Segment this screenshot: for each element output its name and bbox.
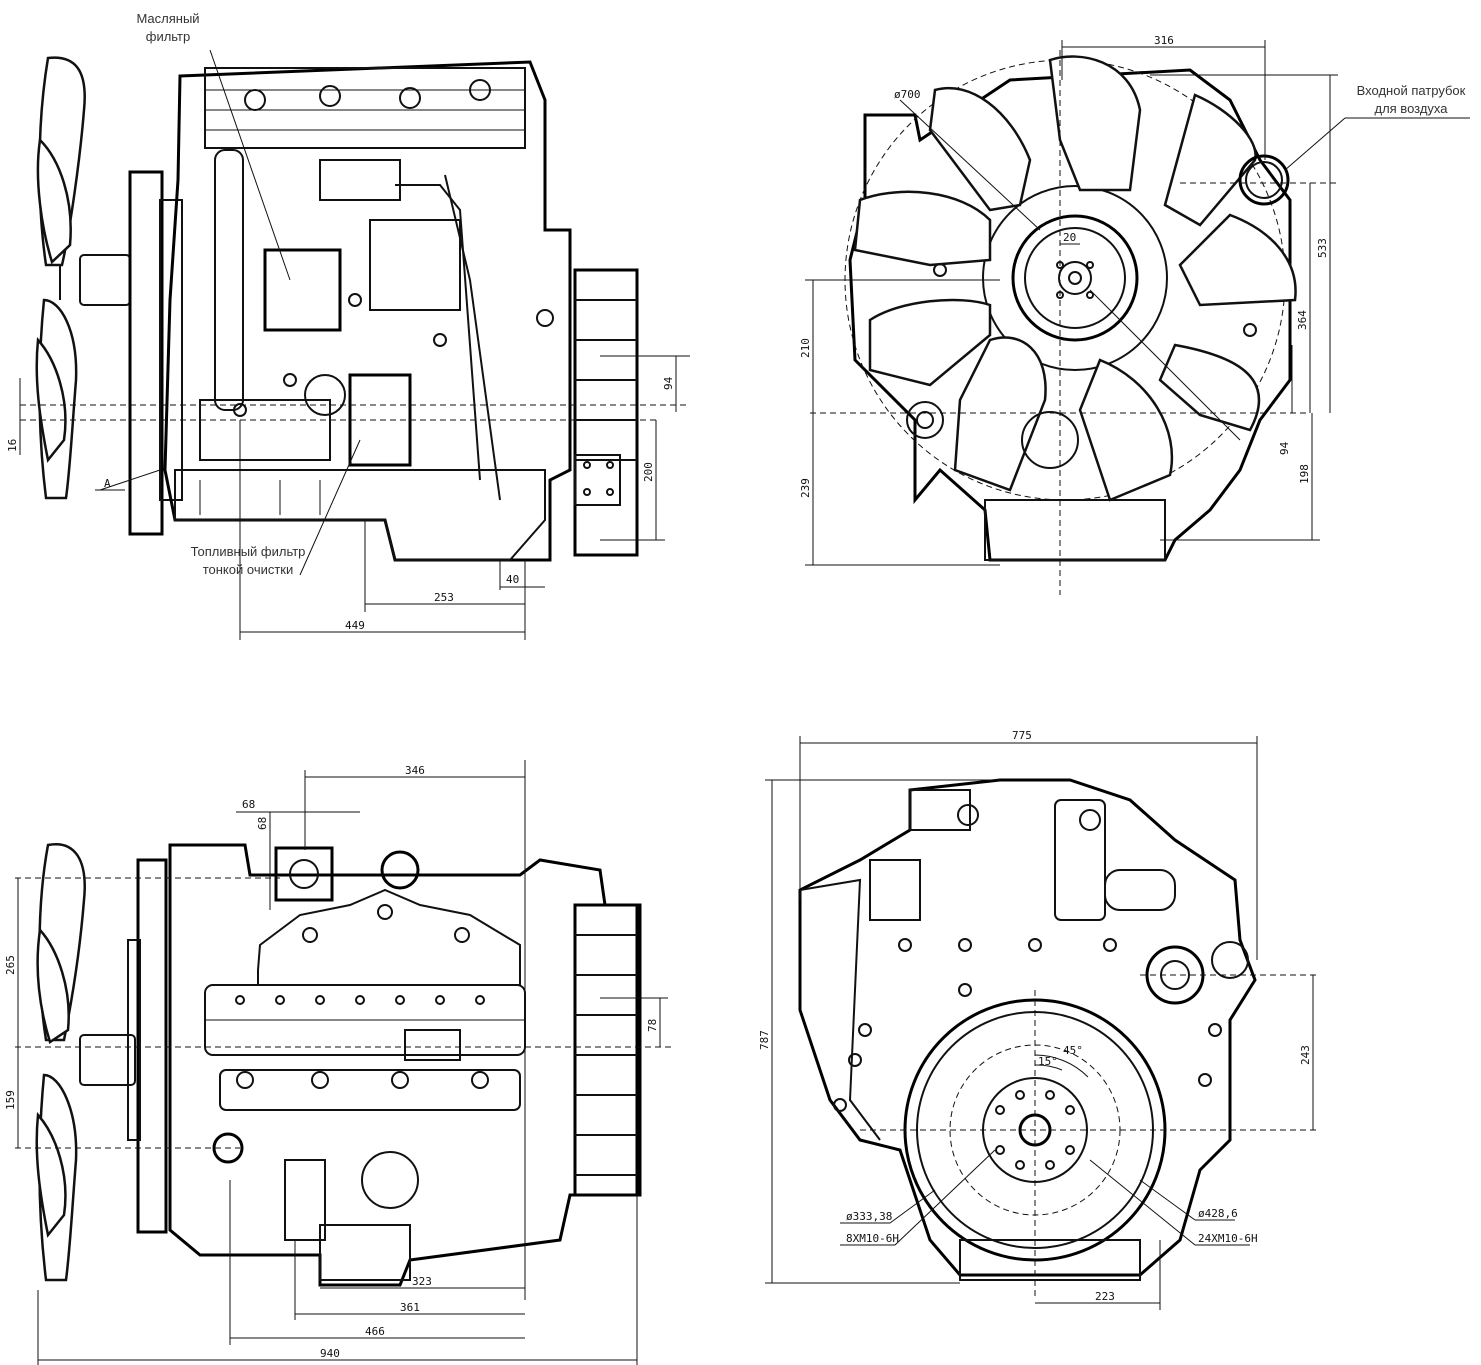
dim-316: 316 bbox=[1154, 34, 1174, 47]
air-inlet-label-line1: Входной патрубок bbox=[1356, 83, 1466, 98]
angle-45: 45° bbox=[1063, 1044, 1083, 1057]
dim-16: 16 bbox=[6, 439, 19, 452]
fan-icon-2 bbox=[35, 843, 86, 1282]
dim-68-v: 68 bbox=[256, 817, 269, 830]
dim-94: 94 bbox=[662, 376, 675, 390]
dim-265: 265 bbox=[4, 955, 17, 975]
dim-78: 78 bbox=[646, 1019, 659, 1032]
dim-361: 361 bbox=[400, 1301, 420, 1314]
air-inlet-label: Входной патрубок для воздуха bbox=[1344, 82, 1478, 118]
dim-787: 787 bbox=[758, 1030, 771, 1050]
dim-775: 775 bbox=[1012, 729, 1032, 742]
bolt-24xm10: 24XM10-6H bbox=[1198, 1232, 1258, 1245]
fuel-filter-label-line2: тонкой очистки bbox=[202, 562, 294, 577]
oil-filter-label: Масляный фильтр bbox=[118, 10, 218, 46]
fan-icon bbox=[35, 56, 86, 500]
oil-filter-label-line2: фильтр bbox=[145, 29, 191, 44]
dim-94-front: 94 bbox=[1278, 441, 1291, 455]
dim-346: 346 bbox=[405, 764, 425, 777]
dim-466: 466 bbox=[365, 1325, 385, 1338]
rear-view-bottom: 775 787 243 223 15° 45° ø333,38 ø428,6 8… bbox=[758, 729, 1320, 1310]
dim-40: 40 bbox=[506, 573, 519, 586]
dim-200: 200 bbox=[642, 462, 655, 482]
dim-239: 239 bbox=[799, 478, 812, 498]
fan-blades-icon bbox=[853, 55, 1297, 502]
top-view-bottom: 346 68 68 265 159 78 323 361 466 940 bbox=[4, 760, 675, 1365]
dim-243: 243 bbox=[1299, 1045, 1312, 1065]
air-inlet-label-line2: для воздуха bbox=[1374, 101, 1448, 116]
dim-700: ø700 bbox=[894, 88, 921, 101]
dim-364: 364 bbox=[1296, 310, 1309, 330]
dim-20: 20 bbox=[1063, 231, 1076, 244]
dim-68-h: 68 bbox=[242, 798, 255, 811]
fuel-filter-label: Топливный фильтр тонкой очистки bbox=[168, 543, 328, 579]
mark-a: A bbox=[104, 477, 111, 490]
dim-210: 210 bbox=[799, 338, 812, 358]
side-view-top: 16 94 200 253 40 449 A bbox=[6, 49, 690, 640]
dim-533: 533 bbox=[1316, 238, 1329, 258]
angle-15: 15° bbox=[1038, 1055, 1058, 1068]
dim-428: ø428,6 bbox=[1198, 1207, 1238, 1220]
oil-filter-label-line1: Масляный bbox=[136, 11, 200, 26]
dim-940: 940 bbox=[320, 1347, 340, 1360]
dim-223: 223 bbox=[1095, 1290, 1115, 1303]
dim-323: 323 bbox=[412, 1275, 432, 1288]
bolt-8xm10: 8XM10-6H bbox=[846, 1232, 899, 1245]
dim-159: 159 bbox=[4, 1090, 17, 1110]
dim-333: ø333,38 bbox=[846, 1210, 892, 1223]
fuel-filter-label-line1: Топливный фильтр bbox=[190, 544, 306, 559]
dim-253: 253 bbox=[434, 591, 454, 604]
dim-198: 198 bbox=[1298, 464, 1311, 484]
dim-449: 449 bbox=[345, 619, 365, 632]
front-view-top: 316 ø700 20 533 364 210 239 94 198 bbox=[799, 34, 1470, 595]
